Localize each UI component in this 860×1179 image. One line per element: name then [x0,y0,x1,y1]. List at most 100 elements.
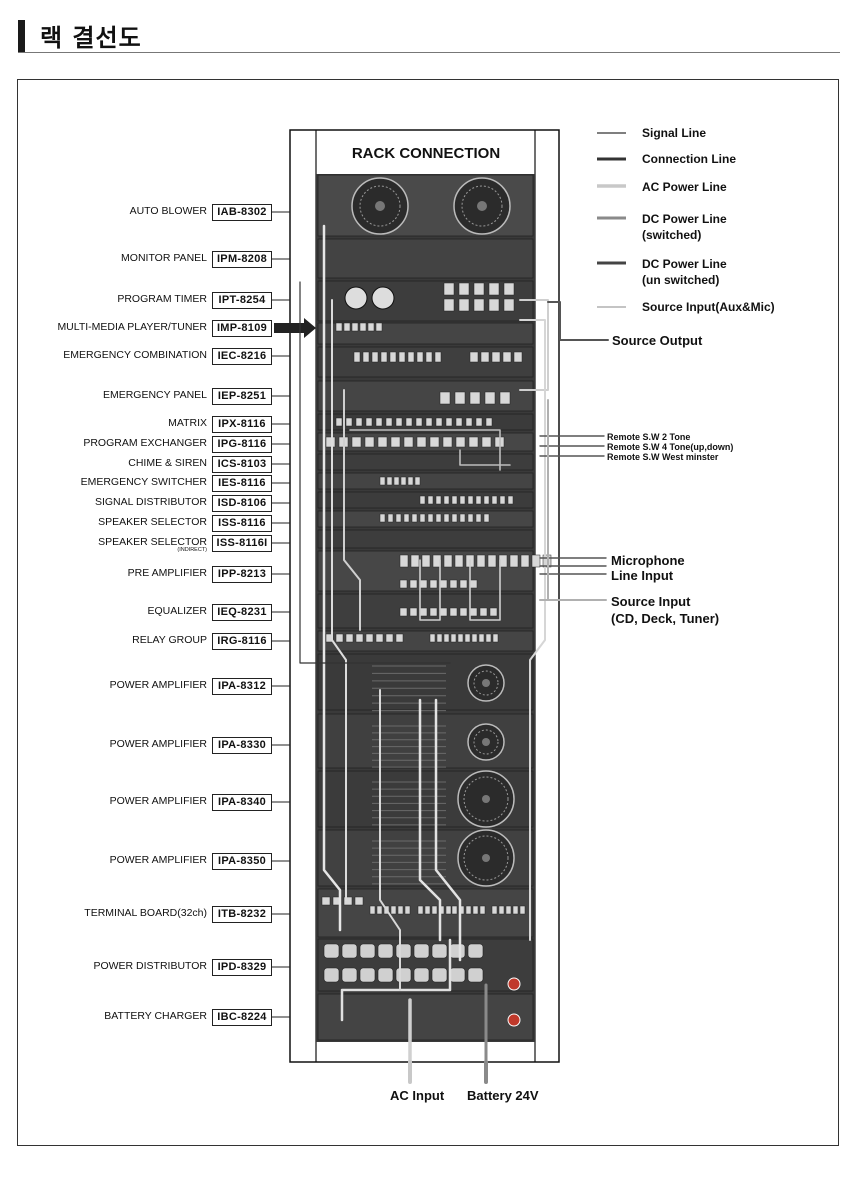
device-label: RELAY GROUP [132,634,207,646]
wire-amp-signal [379,689,401,991]
device-model-box: IPP-8213 [212,566,272,583]
amp-fan-grille [463,835,509,881]
callout-ac-input: AC Input [390,1088,445,1103]
connector [472,905,479,915]
connector [507,495,514,505]
device-label: MATRIX [168,417,207,429]
connector [468,436,479,448]
connector [505,905,512,915]
wire-dc [331,299,347,901]
callout-line-input: Line Input [611,568,674,583]
device-name: EQUALIZER [147,605,207,617]
wire-remote-2 [459,449,511,466]
connector [403,436,414,448]
connector [487,554,497,568]
device-label: CHIME & SIREN [128,457,207,469]
connector [467,513,474,523]
legend-connection-line: Connection Line [642,152,736,166]
legend-dc-switched-line1: DC Power Line [642,212,727,226]
connector [351,322,359,332]
connector [442,436,453,448]
connector [491,905,498,915]
connector [475,513,482,523]
callout-battery: Battery 24V [467,1088,539,1103]
connector [451,495,458,505]
amp-fan-hub [482,738,490,746]
device-label: AUTO BLOWER [130,205,207,217]
power-outlet [341,967,358,983]
connector [415,417,423,427]
device-label: POWER AMPLIFIER [110,679,207,691]
connector [531,554,541,568]
connector [390,905,397,915]
connector [439,607,448,617]
connector [469,607,478,617]
connector [445,417,453,427]
connector [520,554,530,568]
callout-remote-west: Remote S.W West minster [607,452,719,462]
connector [429,633,436,643]
connector [491,351,501,363]
connector [473,298,485,312]
connector [416,436,427,448]
connector [395,417,403,427]
connector [335,322,343,332]
power-outlet [395,943,412,959]
connector [335,633,344,643]
device-label: POWER AMPLIFIER [110,795,207,807]
connector [479,905,486,915]
connector [343,322,351,332]
device-label: SIGNAL DISTRIBUTOR [95,496,207,508]
device-model-box: IEP-8251 [212,388,272,405]
connector [359,322,367,332]
device-model-box: IPD-8329 [212,959,272,976]
connector [399,554,409,568]
device-model-box: IEC-8216 [212,348,272,365]
connector [449,607,458,617]
connector [435,513,442,523]
connector [369,905,376,915]
wire-remote [349,429,501,471]
connector [345,417,353,427]
callout-source-output: Source Output [612,333,703,348]
device-label: SPEAKER SELECTOR(INDIRECT) [98,536,207,553]
connector [503,282,515,296]
device-model-box: ISD-8106 [212,495,272,512]
device-name: EMERGENCY SWITCHER [80,476,207,488]
connector [416,351,424,363]
connector [355,417,363,427]
wire-charger [340,938,452,1022]
device-name: EMERGENCY PANEL [102,389,207,401]
fan-grille [359,185,401,227]
connector [435,495,442,505]
amp-fan-hub [482,795,490,803]
callout-remote-4tone: Remote S.W 4 Tone(up,down) [607,442,734,452]
device-model-box: IPM-8208 [212,251,272,268]
device-name-sub: (INDIRECT) [177,547,207,553]
equipment-panel [317,993,534,1041]
connector [398,351,406,363]
connector [489,607,498,617]
device-name: TERMINAL BOARD(32ch) [84,907,207,919]
device-label: BATTERY CHARGER [104,1010,207,1022]
battery-lamp [507,977,521,991]
device-name: SIGNAL DISTRIBUTOR [94,496,207,508]
power-outlet [395,967,412,983]
wire-amp-power [418,698,442,942]
connector [439,391,451,405]
connector [389,351,397,363]
connector [411,513,418,523]
equipment-panel [317,529,534,549]
connector [450,633,457,643]
device-name: MATRIX [168,417,207,429]
equipment-panel [317,346,534,378]
fan-grille [461,185,503,227]
connector [458,298,470,312]
amp-fan-grille [473,670,499,696]
connector [498,554,508,568]
device-name: RELAY GROUP [132,634,207,646]
connector [425,417,433,427]
connector [436,633,443,643]
connector [375,417,383,427]
connector [481,436,492,448]
